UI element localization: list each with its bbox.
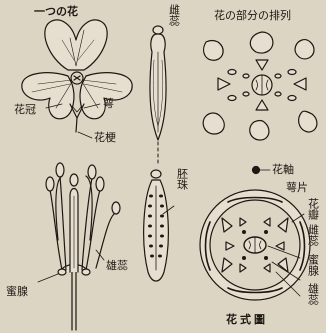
petal-label: 花瓣 — [307, 198, 319, 220]
pedicel-label: 花梗 — [94, 132, 116, 143]
pistil-illustration — [150, 26, 166, 140]
ovule-label: 胚珠 — [176, 168, 188, 190]
nectary-right-label: 蜜腺 — [307, 254, 319, 276]
ovary-section-illustration — [144, 170, 174, 281]
floral-diagram-label: 花式圖 — [226, 314, 268, 325]
calyx-label: 萼 — [103, 98, 114, 109]
nectary-label: 蜜腺 — [6, 286, 28, 297]
axis-label: 花軸 — [272, 164, 294, 175]
corolla-label: 花冠 — [14, 104, 36, 115]
arrangement-illustration — [203, 32, 317, 140]
single-flower-label: 一つの花 — [34, 6, 78, 17]
stamen-right-label: 雄蕊 — [307, 283, 319, 305]
flower-illustration — [22, 20, 132, 138]
pistil-label: 雌蕊 — [168, 4, 180, 26]
stamens-illustration — [38, 163, 120, 330]
pistil-right-label: 雌蕊 — [307, 224, 319, 246]
sepal-label: 萼片 — [286, 182, 308, 193]
arrangement-label: 花の部分の排列 — [214, 10, 291, 21]
stamen-label: 雄蕊 — [106, 260, 128, 271]
